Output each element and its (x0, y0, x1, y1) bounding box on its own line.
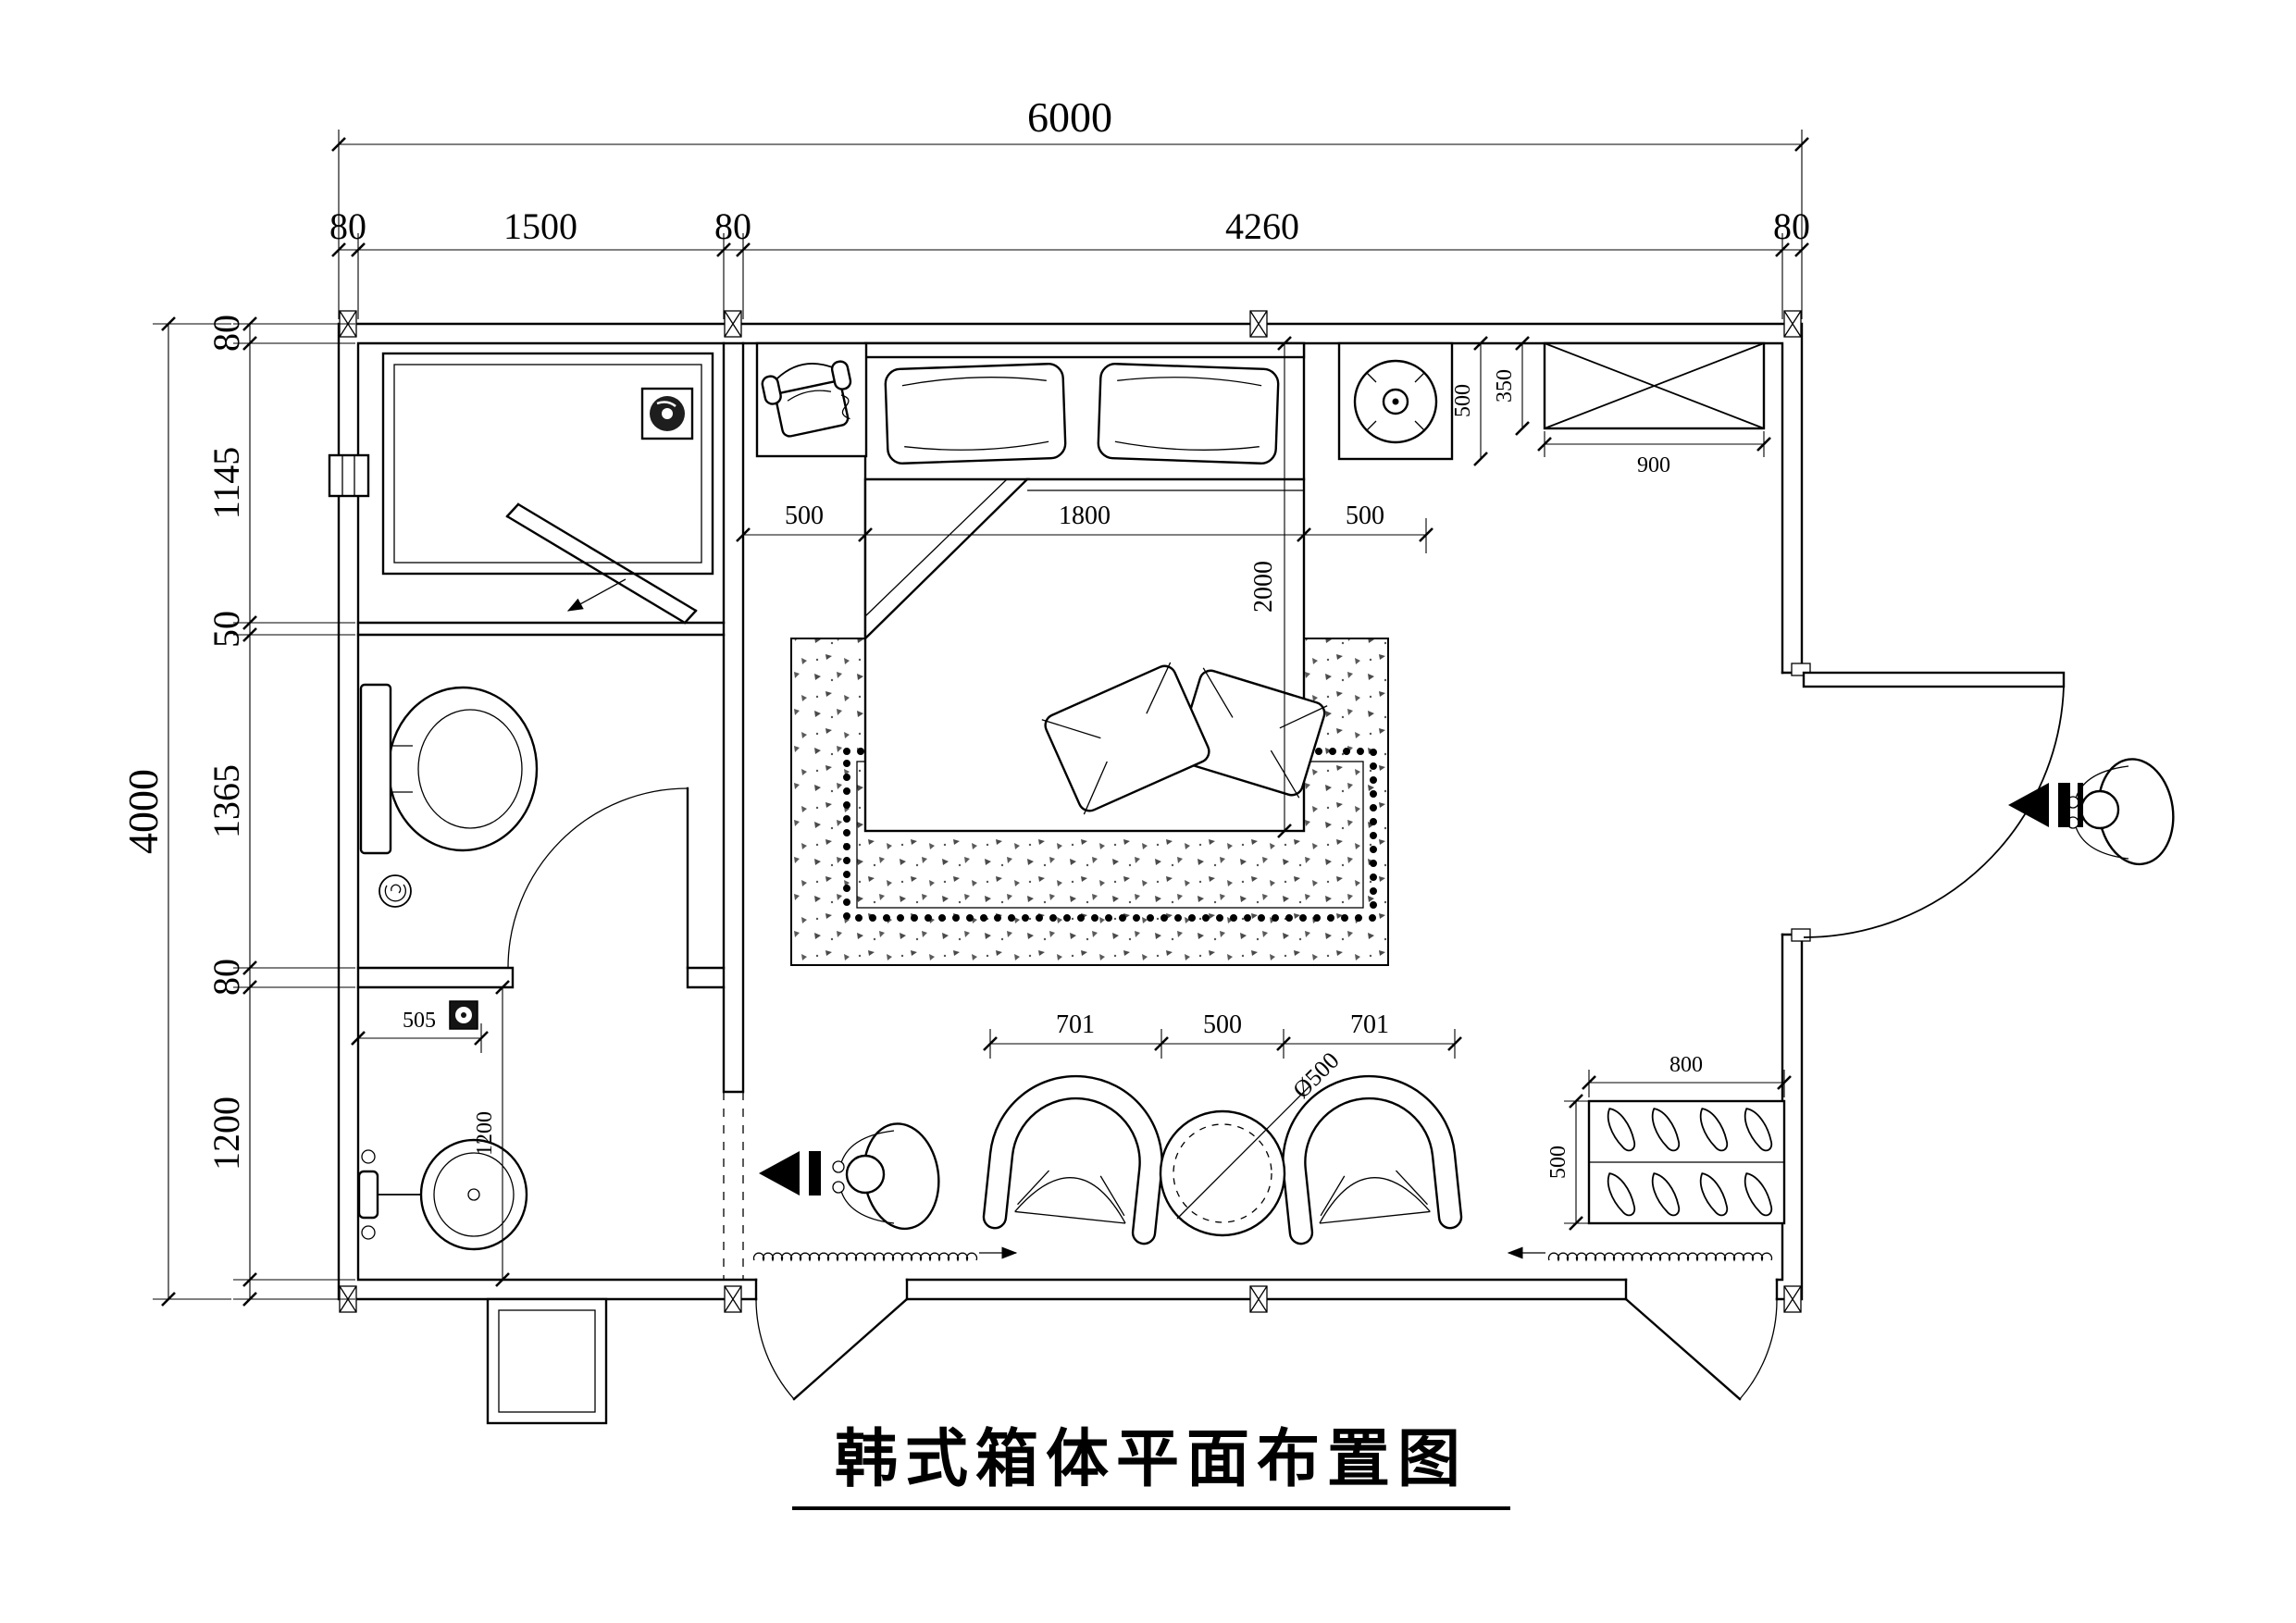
pillow-right (1097, 363, 1280, 465)
cushion-right (1176, 667, 1328, 799)
dim-label: 1200 (205, 1096, 247, 1171)
dim-left-segments: 80 1145 50 1365 80 1200 (205, 315, 355, 1307)
dim-label: 80 (1773, 205, 1810, 247)
dim-label: 505 (403, 1009, 436, 1033)
dim-basin-room-depth: 1200 (473, 980, 510, 1287)
nightstand-right (1337, 341, 1454, 461)
dim-cabinet-depth: 350 (1493, 336, 1530, 436)
dim-label: 1145 (205, 447, 247, 520)
door-bottom-left (755, 1297, 909, 1401)
pillow-left (884, 363, 1067, 465)
headboard (863, 341, 1306, 359)
dim-bed-length: 2000 (1249, 336, 1292, 838)
dim-label: 900 (1637, 453, 1670, 477)
toilet-room (359, 683, 689, 970)
exhaust-fan-icon (640, 387, 694, 440)
entry-door-right (1802, 671, 2066, 938)
nightstand-left (755, 341, 868, 458)
dim-label: 350 (1493, 369, 1517, 403)
toilet-icon (359, 683, 539, 855)
dim-label: 2000 (1249, 561, 1278, 613)
shower-room (328, 352, 714, 625)
person-figure-bottom (831, 1117, 947, 1235)
cushion-left (1041, 662, 1210, 815)
drawing-title: 韩式箱体平面布置图 (792, 1424, 1510, 1510)
tub-chair-left (981, 1066, 1173, 1246)
dim-label: 500 (1451, 384, 1475, 417)
dim-label: 701 (1056, 1010, 1095, 1039)
decor-cushions (1041, 662, 1328, 815)
sheet-fold (863, 477, 1306, 641)
shower-sliding-door (505, 502, 698, 625)
dim-nightstand-depth: 500 (1451, 336, 1488, 466)
dim-label: 800 (1669, 1053, 1703, 1077)
entry-arrow-right (2008, 783, 2083, 827)
dim-label: 1500 (503, 205, 577, 247)
floor-drain-square-icon (449, 1000, 478, 1030)
entry-arrow-bottom (759, 1151, 821, 1196)
dim-label: 80 (714, 205, 751, 247)
dim-top-segments: 80 1500 80 4260 80 (329, 205, 1810, 319)
dim-label: 701 (1350, 1010, 1389, 1039)
dim-label: 4000 (119, 769, 167, 854)
dim-overall-height: 4000 (119, 316, 231, 1307)
telephone-icon (761, 360, 852, 438)
dim-shoe-cabinet-width: 800 (1582, 1053, 1792, 1097)
faucet-icon (357, 1149, 421, 1240)
dim-label: 500 (1203, 1010, 1242, 1039)
dim-seating-row: 701 500 701 (983, 1010, 1462, 1059)
dim-label: 500 (1346, 502, 1384, 530)
basin-room (357, 1000, 608, 1425)
dim-label: 4260 (1225, 205, 1299, 247)
dim-cabinet-width: 900 (1537, 431, 1771, 477)
door-bottom-right (1624, 1297, 1778, 1401)
dim-label: 80 (205, 315, 247, 352)
dim-shoe-cabinet-depth: 500 (1546, 1094, 1589, 1231)
drawing-title-text: 韩式箱体平面布置图 (835, 1424, 1468, 1494)
outdoor-unit-box (486, 1297, 608, 1425)
person-figure-right (2066, 752, 2181, 871)
floor-drain-icon (379, 874, 412, 908)
bathroom-door-swing (507, 787, 689, 970)
window-icon (328, 453, 370, 498)
dim-label: 1200 (473, 1111, 497, 1156)
dim-bed-row: 500 1800 500 (736, 502, 1433, 553)
dim-label: 80 (205, 959, 247, 996)
wash-basin-icon (419, 1138, 528, 1251)
dim-label: 80 (329, 205, 366, 247)
dim-label: 500 (1546, 1146, 1570, 1179)
cabinet-crossed (1543, 341, 1766, 430)
round-table (1159, 1084, 1311, 1237)
bathroom-partition-walls (356, 341, 745, 1280)
dim-label: 50 (205, 611, 247, 648)
folding-screen-right (1507, 1246, 1773, 1262)
dim-label: 500 (785, 502, 824, 530)
dim-basin-counter-width: 505 (351, 1009, 489, 1053)
dim-label: 6000 (1027, 93, 1112, 141)
folding-screen-left (752, 1246, 1018, 1262)
dim-label: 1365 (205, 764, 247, 838)
round-appliance-icon (1353, 359, 1438, 444)
dim-label: 1800 (1059, 502, 1111, 530)
dim-overall-width: 6000 (331, 93, 1809, 319)
shoe-cabinet (1587, 1099, 1786, 1225)
